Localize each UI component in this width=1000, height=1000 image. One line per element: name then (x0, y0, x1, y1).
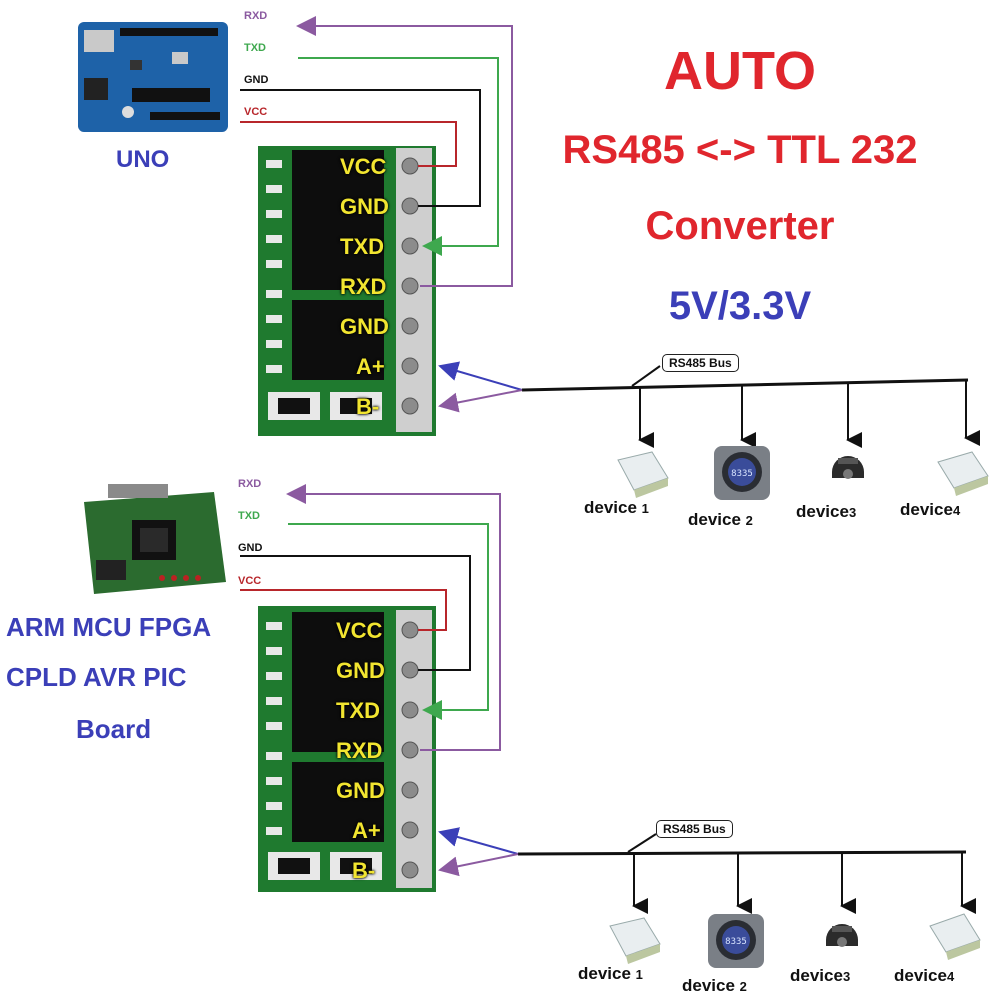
bottom-wire-label-gnd: GND (238, 542, 263, 554)
top-device-4-label: device4 (900, 500, 961, 519)
bottom-device-4-image (929, 913, 981, 960)
board-label-line-1: ARM MCU FPGA (6, 612, 212, 642)
top-wire-label-txd: TXD (244, 42, 266, 54)
bottom-wire-label-vcc: VCC (238, 575, 262, 587)
top-device-3-label: device3 (796, 502, 857, 521)
title-voltage: 5V/3.3V (668, 284, 812, 328)
title-rs485-ttl: RS485 <-> TTL 232 (562, 128, 918, 172)
bottom-device-3-image (826, 924, 858, 947)
title-auto: AUTO (663, 41, 816, 101)
bottom-pin-vcc: VCC (336, 618, 383, 643)
bottom-wire-label-rxd: RXD (238, 478, 262, 490)
top-device-1-label: device 1 (584, 498, 649, 517)
bottom-device-4-label: device4 (894, 966, 955, 985)
uno-board-image (78, 22, 228, 132)
top-pin-a-plus: A+ (356, 354, 385, 379)
top-wire-label-gnd: GND (244, 74, 269, 86)
top-converter-module (258, 146, 436, 436)
bottom-pin-gnd: GND (336, 658, 385, 683)
bottom-bus-label: RS485 Bus (656, 820, 733, 838)
board-label-line-3: Board (76, 714, 152, 744)
top-pin-vcc: VCC (340, 154, 387, 179)
top-pin-gnd: GND (340, 194, 389, 219)
top-rs485-bus (438, 361, 980, 448)
top-wire-label-vcc: VCC (244, 106, 268, 118)
title-converter: Converter (645, 204, 835, 248)
uno-label: UNO (116, 146, 170, 173)
bottom-wire-label-txd: TXD (238, 510, 260, 522)
top-device-2-label: device 2 (688, 510, 753, 529)
top-device-2-image: 8335 (714, 446, 770, 500)
fpga-board-image (84, 484, 226, 594)
board-label-line-2: CPLD AVR PIC (6, 662, 187, 692)
bottom-device-1-label: device 1 (578, 964, 643, 983)
bottom-device-2-readout: 8335 (725, 937, 747, 947)
bottom-device-2-label: device 2 (682, 976, 747, 995)
top-pin-txd: TXD (340, 234, 384, 259)
bottom-wires (240, 484, 501, 751)
bottom-converter-module (258, 606, 436, 892)
top-device-2-readout: 8335 (731, 469, 753, 479)
top-wire-label-rxd: RXD (244, 10, 268, 22)
bottom-pin-txd: TXD (336, 698, 380, 723)
bottom-pin-a-plus: A+ (352, 818, 381, 843)
bottom-rs485-bus (438, 827, 976, 914)
bottom-device-1-image (609, 917, 661, 964)
top-pin-b-minus: B- (356, 394, 380, 419)
top-pin-gnd-2: GND (340, 314, 389, 339)
top-device-3-image (832, 456, 864, 479)
top-device-4-image (937, 451, 989, 496)
bottom-device-2-image: 8335 (708, 914, 764, 968)
top-bus-label: RS485 Bus (662, 354, 739, 372)
bottom-pin-b-minus: B- (352, 858, 376, 883)
top-wires (240, 16, 513, 287)
top-pin-rxd: RXD (340, 274, 387, 299)
bottom-pin-rxd: RXD (336, 738, 383, 763)
bottom-device-3-label: device3 (790, 966, 851, 985)
top-device-1-image (617, 451, 669, 498)
bottom-pin-gnd-2: GND (336, 778, 385, 803)
